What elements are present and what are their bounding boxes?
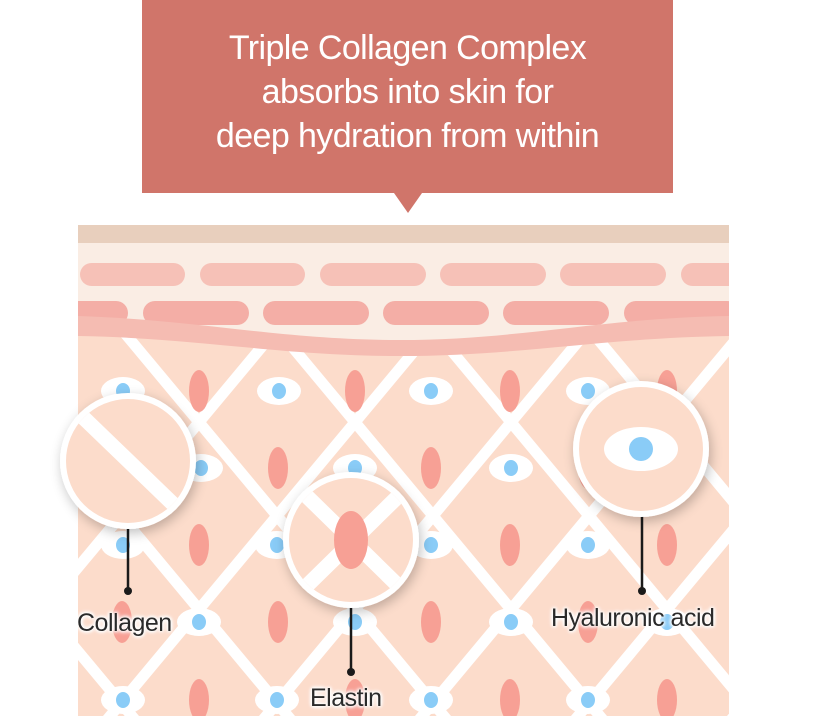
- leader-dots: [124, 587, 646, 676]
- headline-callout: Triple Collagen Complex absorbs into ski…: [142, 0, 673, 193]
- headline-line-3: deep hydration from within: [215, 117, 600, 155]
- callout-pointer-icon: [394, 193, 422, 213]
- elastin-nodes: [112, 370, 677, 716]
- headline-line-2: absorbs into skin for: [261, 73, 554, 111]
- stratum-corneum: [78, 225, 729, 243]
- epidermal-cells-row-1: [80, 263, 729, 286]
- hyaluronic-acid-label: Hyaluronic acid: [551, 604, 715, 632]
- hyaluronic-acid-magnifier-icon: [573, 381, 709, 517]
- elastin-label: Elastin: [310, 684, 382, 712]
- hyaluronic-acid-cells: [101, 377, 689, 714]
- collagen-magnifier-icon: [60, 393, 196, 529]
- headline-text: Triple Collagen Complex absorbs into ski…: [142, 26, 673, 158]
- headline-line-1: Triple Collagen Complex: [228, 29, 587, 67]
- leader-lines: [126, 515, 644, 671]
- collagen-label: Collagen: [77, 609, 172, 637]
- basement-membrane: [78, 316, 729, 356]
